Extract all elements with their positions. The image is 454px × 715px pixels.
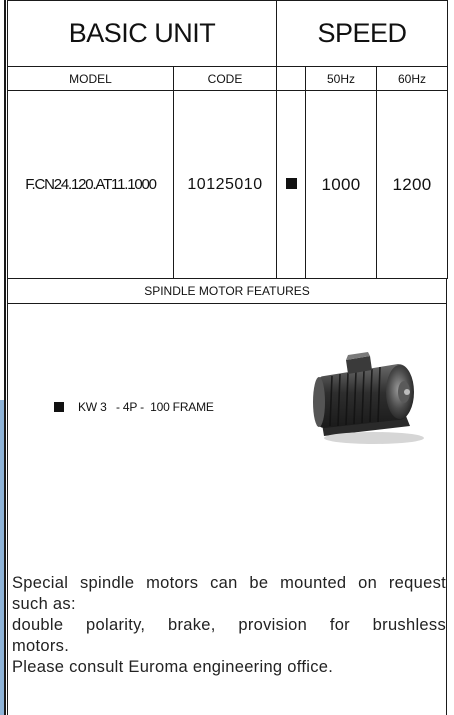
note-line-3: double polarity, brake, provision for br…	[12, 616, 446, 634]
code-cell: 10125010	[173, 90, 277, 279]
features-section: SPINDLE MOTOR FEATURES KW 3 - 4P - 100 F…	[7, 278, 447, 715]
left-margin-rule	[0, 0, 6, 715]
speed-60hz-cell: 1200	[376, 90, 448, 279]
60hz-column-header: 60Hz	[376, 66, 448, 91]
model-column-header: MODEL	[7, 66, 174, 91]
note-line-5: Please consult Euroma engineering office…	[12, 658, 334, 676]
basic-unit-heading: BASIC UNIT	[7, 0, 277, 67]
features-title: SPINDLE MOTOR FEATURES	[8, 278, 446, 304]
black-square-icon	[54, 402, 64, 412]
column-header-row: MODEL CODE 50Hz 60Hz	[7, 66, 448, 91]
header-row: BASIC UNIT SPEED	[7, 0, 448, 67]
note-line-2: such as:	[12, 595, 76, 613]
mounting-note: Special spindle motors can be mounted on…	[12, 573, 446, 678]
note-line-1: Special spindle motors can be mounted on…	[12, 574, 446, 592]
spec-sheet: BASIC UNIT SPEED MODEL CODE 50Hz 60Hz F.…	[7, 0, 448, 715]
marker-column-header	[276, 66, 306, 91]
spec-table: BASIC UNIT SPEED MODEL CODE 50Hz 60Hz F.…	[7, 0, 448, 279]
table-row: F.CN24.120.AT11.1000 10125010 1000 1200	[7, 90, 448, 279]
electric-motor-image	[313, 352, 424, 444]
black-square-icon	[285, 177, 297, 189]
speed-50hz-cell: 1000	[305, 90, 377, 279]
speed-heading: SPEED	[276, 0, 448, 67]
left-accent-bar	[0, 400, 4, 715]
model-cell: F.CN24.120.AT11.1000	[7, 90, 174, 279]
code-column-header: CODE	[173, 66, 277, 91]
feature-item: KW 3 - 4P - 100 FRAME	[54, 400, 214, 414]
feature-item-text: KW 3 - 4P - 100 FRAME	[78, 400, 214, 414]
50hz-column-header: 50Hz	[305, 66, 377, 91]
note-line-4: motors.	[12, 637, 70, 655]
marker-cell	[276, 90, 306, 279]
